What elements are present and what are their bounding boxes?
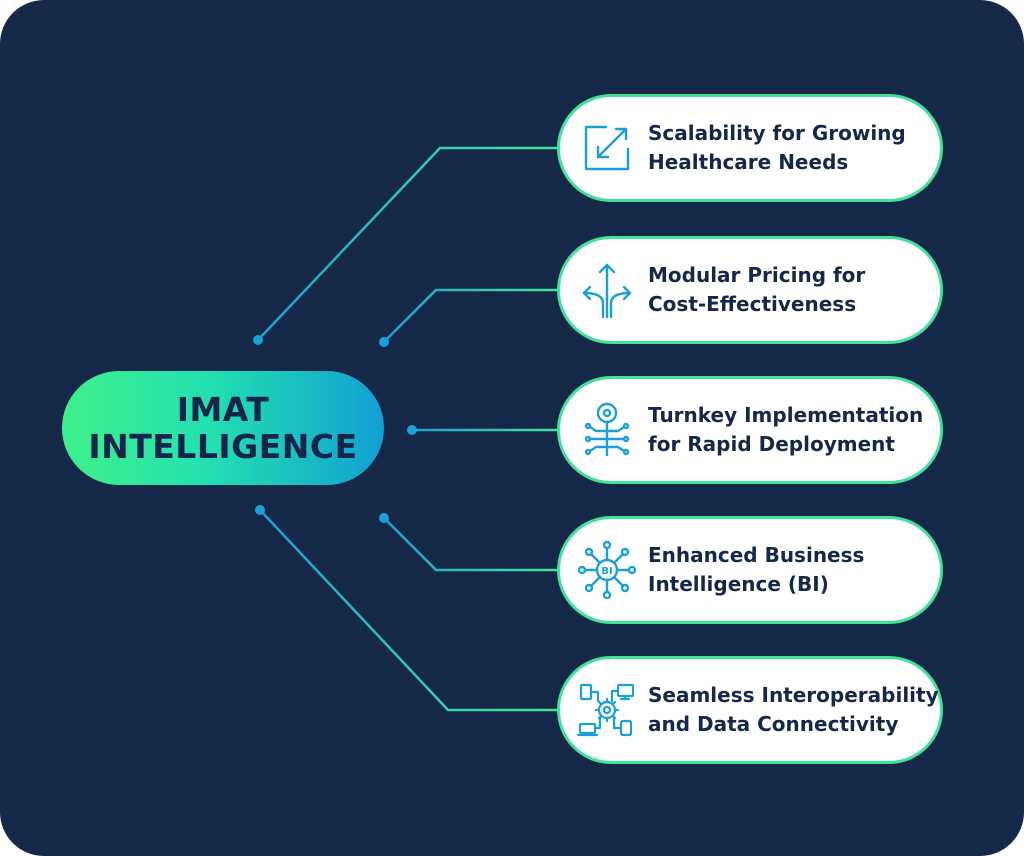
feature-label-line1: Seamless Interoperability xyxy=(648,683,939,707)
connector-line-2 xyxy=(383,288,557,343)
connector-line-1 xyxy=(257,146,557,341)
connector-dot-3 xyxy=(407,425,417,435)
connector-dot-5 xyxy=(255,505,265,515)
connector-line-4 xyxy=(383,517,557,572)
feature-business-intelligence: BI Enhanced Business Intelligence (BI) xyxy=(557,516,943,624)
feature-label-line1: Enhanced Business xyxy=(648,543,865,567)
connector-line-5 xyxy=(259,509,557,712)
connector-dot-1 xyxy=(253,335,263,345)
connector-dot-2 xyxy=(379,337,389,347)
hub-title-line2: INTELLIGENCE xyxy=(88,427,358,466)
feature-label-line2: and Data Connectivity xyxy=(648,712,899,736)
key-circuit-icon xyxy=(584,402,630,457)
feature-label-line2: Cost-Effectiveness xyxy=(648,292,857,316)
hub-title-line1: IMAT xyxy=(176,390,270,429)
feature-scalability: Scalability for Growing Healthcare Needs xyxy=(557,94,943,202)
feature-label-line1: Turnkey Implementation xyxy=(648,403,924,427)
split-arrows-icon xyxy=(582,263,632,319)
hub-node: IMAT INTELLIGENCE xyxy=(62,371,384,485)
svg-text:BI: BI xyxy=(601,566,612,577)
connector-dot-4 xyxy=(379,513,389,523)
resize-arrows-icon xyxy=(584,125,630,171)
feature-label-line2: Intelligence (BI) xyxy=(648,572,829,596)
feature-label-line2: for Rapid Deployment xyxy=(648,432,895,456)
feature-label-line1: Modular Pricing for xyxy=(648,263,866,287)
feature-label-line2: Healthcare Needs xyxy=(648,150,849,174)
interoperability-gear-icon xyxy=(576,683,635,737)
feature-turnkey: Turnkey Implementation for Rapid Deploym… xyxy=(557,376,943,484)
feature-modular-pricing: Modular Pricing for Cost-Effectiveness xyxy=(557,236,943,344)
feature-interoperability: Seamless Interoperability and Data Conne… xyxy=(557,656,943,764)
bi-network-icon: BI xyxy=(577,540,637,600)
feature-label-line1: Scalability for Growing xyxy=(648,121,906,145)
